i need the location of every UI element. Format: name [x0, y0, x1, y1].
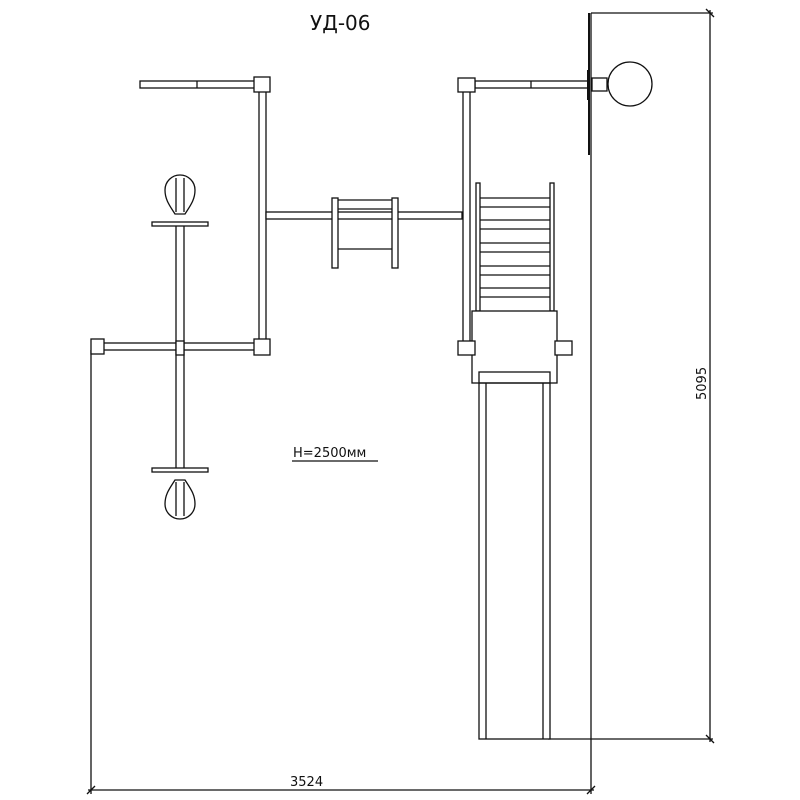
ring-target	[591, 61, 653, 107]
ladder	[475, 182, 555, 312]
corner-clamp	[253, 76, 271, 93]
platform	[457, 310, 573, 384]
height-note: H=2500мм	[293, 446, 366, 461]
left-frame	[90, 76, 271, 471]
length-dimension-label: 5095	[695, 367, 710, 400]
dimension-width: 3524	[86, 13, 596, 795]
crossbar-with-swing	[265, 197, 463, 269]
corner-clamp	[90, 338, 105, 355]
drawing-title: УД-06	[310, 11, 370, 35]
corner-clamp	[457, 77, 476, 93]
slide	[478, 371, 551, 740]
dimension-length: 5095	[548, 8, 715, 744]
corner-clamp	[457, 340, 476, 356]
seesaw-seat-bottom	[151, 467, 209, 520]
corner-clamp	[253, 338, 271, 356]
width-dimension-label: 3524	[290, 775, 323, 790]
connector	[175, 340, 185, 356]
corner-clamp	[554, 340, 573, 356]
seesaw-seat-top	[151, 174, 209, 227]
